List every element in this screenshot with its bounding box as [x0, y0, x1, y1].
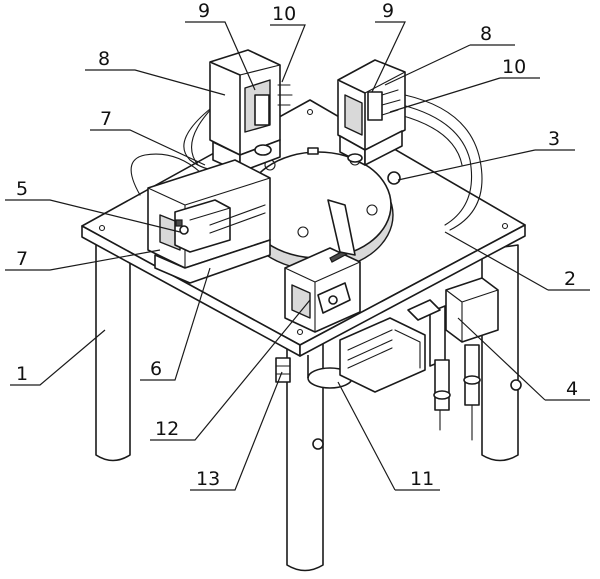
label-part-1: 1 [16, 363, 28, 385]
label-part-6: 6 [150, 358, 162, 380]
label-part-3: 3 [548, 128, 560, 150]
cylinder-assembly-left [209, 49, 293, 173]
label-part-8-left: 8 [98, 48, 110, 70]
left-clamp-station [147, 159, 271, 284]
label-part-10-right: 10 [502, 56, 526, 78]
label-part-8-right: 8 [480, 23, 492, 45]
label-part-10-left: 10 [272, 3, 296, 25]
label-part-7-upper: 7 [100, 108, 112, 130]
label-part-9-left: 9 [198, 0, 210, 22]
front-clamp-station [284, 199, 361, 333]
cylinder-assembly-right [337, 59, 406, 166]
under-table-hardware [275, 277, 499, 441]
label-part-2: 2 [564, 268, 576, 290]
label-part-12: 12 [155, 418, 179, 440]
label-part-9-right: 9 [382, 0, 394, 22]
table-legs [95, 239, 522, 572]
label-part-11: 11 [410, 468, 434, 490]
label-part-4: 4 [566, 378, 578, 400]
label-part-5: 5 [16, 178, 28, 200]
label-part-13: 13 [196, 468, 220, 490]
part-number-labels: 1 2 3 4 5 6 7 7 8 8 9 9 10 10 11 12 13 [16, 0, 578, 490]
rotary-disc [242, 147, 401, 271]
leader-lines [5, 21, 590, 491]
air-hoses [130, 94, 483, 231]
label-part-7-lower: 7 [16, 248, 28, 270]
